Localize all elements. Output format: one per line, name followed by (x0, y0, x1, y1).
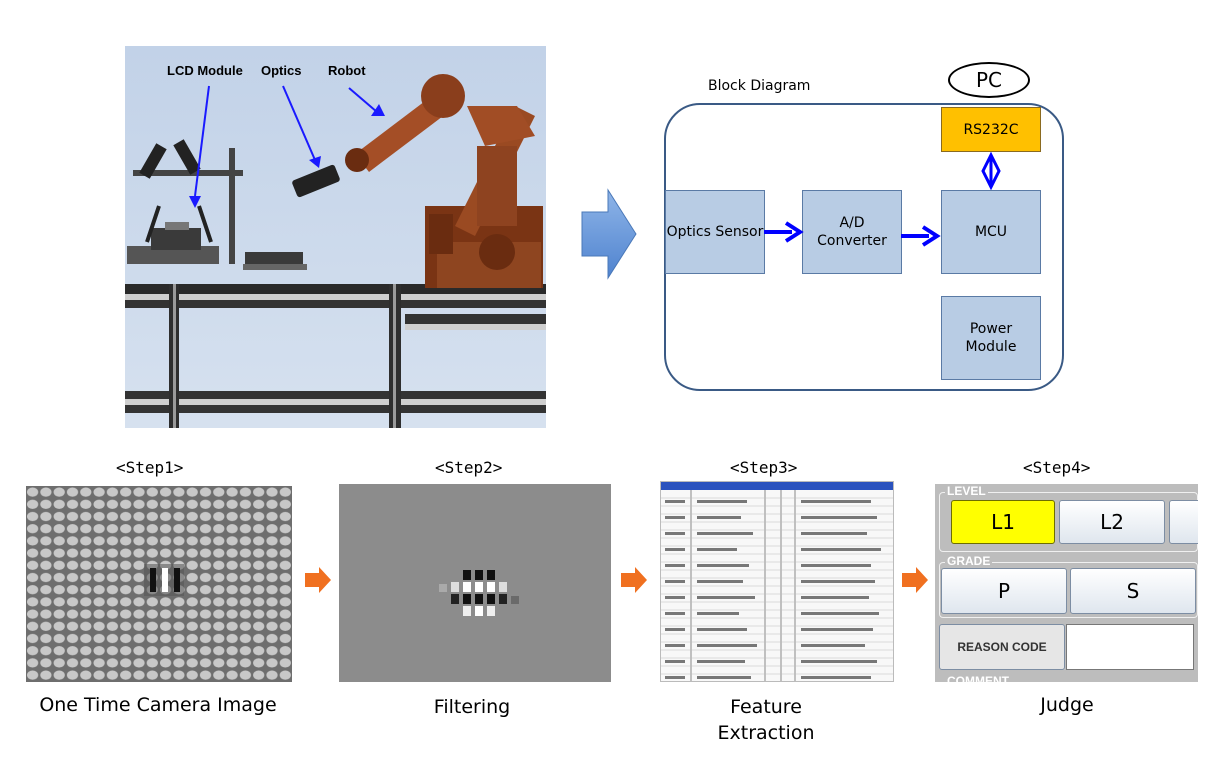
ad-converter-label-line2: Converter (817, 233, 887, 249)
robot-scene-image: LCD Module Optics Robot (125, 46, 546, 428)
reason-code-input[interactable] (1066, 624, 1194, 670)
arrow-ad-to-mcu-icon (901, 225, 941, 247)
grade-button-s[interactable]: S (1070, 568, 1196, 614)
scene-label-lcd-module: LCD Module (167, 63, 243, 78)
ad-converter-box: A/D Converter (802, 190, 902, 274)
block-diagram-title: Block Diagram (708, 78, 811, 94)
scene-label-robot: Robot (328, 63, 366, 78)
optics-sensor-box: Optics Sensor (665, 190, 765, 274)
step1-camera-image (26, 486, 292, 682)
step4-title: <Step4> (1023, 458, 1091, 477)
level-label: LEVEL (945, 484, 988, 498)
camera-pattern-illustration (26, 486, 292, 682)
robot-scene-illustration (125, 46, 546, 428)
level-button-l3[interactable] (1169, 500, 1198, 544)
step3-title: <Step3> (730, 458, 798, 477)
step4-caption: Judge (1040, 694, 1094, 716)
power-module-label-line2: Module (965, 339, 1017, 355)
step-arrow-1-icon (305, 567, 331, 593)
reason-code-label: REASON CODE (939, 624, 1065, 670)
step1-caption: One Time Camera Image (39, 694, 277, 716)
flow-arrow-right-icon (581, 188, 637, 280)
step2-caption: Filtering (433, 696, 511, 718)
step-arrow-3-icon (902, 567, 928, 593)
grade-label: GRADE (945, 554, 993, 568)
ad-converter-label-line1: A/D (839, 215, 865, 231)
level-button-l2[interactable]: L2 (1059, 500, 1165, 544)
step1-title: <Step1> (116, 458, 184, 477)
filtered-pattern-illustration (339, 484, 611, 682)
arrow-sensor-to-ad-icon (764, 221, 804, 243)
step-arrow-2-icon (621, 567, 647, 593)
step4-judge-panel: LEVEL L1 L2 GRADE P S REASON CODE COMMEN… (935, 484, 1198, 682)
step3-caption: Feature Extraction (680, 694, 852, 746)
comment-label: COMMENT (945, 674, 1011, 682)
step2-title: <Step2> (435, 458, 503, 477)
step3-caption-line2: Extraction (717, 722, 815, 744)
power-module-box: Power Module (941, 296, 1041, 380)
mcu-box: MCU (941, 190, 1041, 274)
level-button-l1[interactable]: L1 (951, 500, 1055, 544)
step3-caption-line1: Feature (730, 696, 802, 718)
scene-label-optics: Optics (261, 63, 302, 78)
grade-button-p[interactable]: P (941, 568, 1067, 614)
step3-feature-table-image (660, 481, 894, 682)
pc-node: PC (948, 62, 1030, 98)
feature-table-illustration (661, 482, 893, 681)
step2-filtered-image (339, 484, 611, 682)
power-module-label-line1: Power (969, 321, 1013, 337)
arrow-mcu-rs232c-bidirectional-icon (981, 152, 1001, 190)
rs232c-box: RS232C (941, 107, 1041, 152)
